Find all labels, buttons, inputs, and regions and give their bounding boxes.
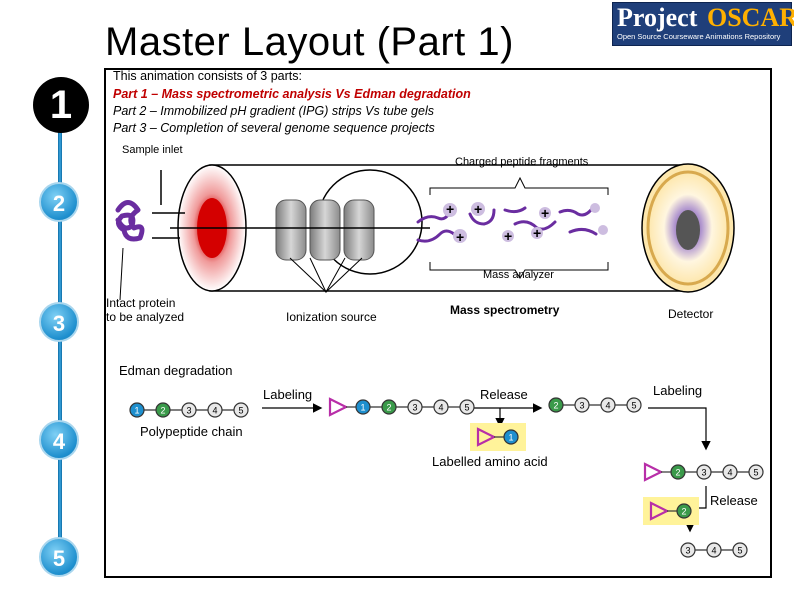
- released-chain-residue-3: [574, 397, 590, 413]
- polypeptide-chain-residue-4: [207, 402, 223, 418]
- labeled-chain-residue-4: [433, 399, 449, 415]
- labeled-chain-residue-label-2: 2: [386, 403, 391, 413]
- polypeptide-chain-residue-5: [233, 402, 249, 418]
- remaining-chain-residue-label-4: 4: [711, 546, 716, 556]
- label-labeling-2: Labeling: [653, 383, 703, 398]
- labeled-chain-residue-label-1: 1: [360, 403, 365, 413]
- label-mass-analyzer: Mass analyzer: [483, 269, 554, 281]
- remaining-chain-residue-4: [706, 542, 722, 558]
- remaining-chain-residue-3: [680, 542, 696, 558]
- polypeptide-chain-residue-2: [155, 402, 171, 418]
- labelled-amino-acid-residue-label-1: 1: [508, 433, 513, 443]
- intro-line-2: Part 1 – Mass spectrometric analysis Vs …: [113, 87, 471, 101]
- label-ionization-source: Ionization source: [286, 310, 377, 324]
- charge-symbols: + + + + + +: [446, 201, 549, 245]
- label-release-2: Release: [710, 493, 758, 508]
- svg-text:+: +: [504, 228, 512, 244]
- released-chain-residue-label-2: 2: [553, 401, 558, 411]
- released-chain-residue-label-5: 5: [631, 401, 636, 411]
- relabeled-chain-residue-label-2: 2: [675, 468, 680, 478]
- released-residue-residue-label-2: 2: [681, 507, 686, 517]
- relabeled-chain-residue-label-3: 3: [701, 468, 706, 478]
- edman-chains: 1 2 3 4 5 1 2 3 4 5 2 3 4 5 1 2 3 4 5 2 3 4 5: [129, 397, 764, 558]
- intact-protein-icon: [115, 200, 145, 242]
- label-edman-degradation: Edman degradation: [119, 363, 233, 378]
- label-labeling-1: Labeling: [263, 387, 313, 402]
- labeled-chain-residue-1: [355, 399, 371, 415]
- relabeled-chain-residue-5: [748, 464, 764, 480]
- step-1-marker[interactable]: 1: [33, 77, 89, 133]
- project-oscar-logo[interactable]: Project OSCAR Open Source Courseware Ani…: [612, 2, 794, 46]
- relabeled-chain-residue-label-4: 4: [727, 468, 732, 478]
- remaining-chain-residue-label-5: 5: [737, 546, 742, 556]
- svg-text:+: +: [541, 205, 549, 221]
- released-residue-residue-2: [676, 503, 692, 519]
- labelled-amino-acid-label-tag: [476, 427, 497, 447]
- released-chain-residue-label-4: 4: [605, 401, 610, 411]
- labeled-chain-residue-label-4: 4: [438, 403, 443, 413]
- relabeled-chain-label-tag: [643, 462, 664, 482]
- pointer-lines: [119, 247, 609, 301]
- released-chain-residue-2: [548, 397, 564, 413]
- released-chain-residue-label-3: 3: [579, 401, 584, 411]
- step-spine: [58, 130, 62, 570]
- fragments-bracket: [429, 176, 609, 195]
- svg-text:+: +: [456, 229, 464, 245]
- label-polypeptide-chain: Polypeptide chain: [140, 424, 243, 439]
- released-chain-residue-4: [600, 397, 616, 413]
- logo-word-project: Project: [617, 3, 698, 32]
- svg-text:+: +: [446, 201, 454, 217]
- peptide-fragments: [416, 202, 608, 243]
- sample-inlet-lines: [152, 170, 430, 239]
- labeled-chain-label-tag: [328, 397, 349, 417]
- label-intact-protein: Intact protein to be analyzed: [106, 296, 185, 324]
- polypeptide-chain-residue-1: [129, 402, 145, 418]
- labeled-chain-residue-2: [381, 399, 397, 415]
- polypeptide-chain-residue-label-4: 4: [212, 406, 217, 416]
- label-sample-inlet: Sample inlet: [122, 144, 183, 156]
- labeled-chain-residue-label-5: 5: [464, 403, 469, 413]
- step-4-marker[interactable]: 4: [39, 420, 79, 460]
- polypeptide-chain-residue-label-5: 5: [238, 406, 243, 416]
- page-title: Master Layout (Part 1): [105, 20, 514, 64]
- polypeptide-chain-residue-label-2: 2: [160, 406, 165, 416]
- step-3-marker[interactable]: 3: [39, 302, 79, 342]
- logo-word-oscar: OSCAR: [707, 3, 794, 32]
- relabeled-chain-residue-4: [722, 464, 738, 480]
- logo-tagline: Open Source Courseware Animations Reposi…: [617, 32, 781, 41]
- labeled-chain-residue-3: [407, 399, 423, 415]
- label-charged-fragments: Charged peptide fragments: [455, 156, 589, 168]
- svg-text:+: +: [474, 201, 482, 217]
- labeled-chain-residue-5: [459, 399, 475, 415]
- label-mass-spectrometry: Mass spectrometry: [450, 303, 560, 317]
- remaining-chain-residue-5: [732, 542, 748, 558]
- step-5-marker[interactable]: 5: [39, 537, 79, 577]
- polypeptide-chain-residue-label-3: 3: [186, 406, 191, 416]
- svg-text:+: +: [533, 225, 541, 241]
- labelled-amino-acid-residue-1: [503, 429, 519, 445]
- label-labelled-amino-acid: Labelled amino acid: [432, 454, 548, 469]
- relabeled-chain-residue-3: [696, 464, 712, 480]
- relabeled-chain-residue-label-5: 5: [753, 468, 758, 478]
- content-frame: [104, 68, 772, 578]
- polypeptide-chain-residue-label-1: 1: [134, 406, 139, 416]
- step-2-marker[interactable]: 2: [39, 182, 79, 222]
- intro-line-4: Part 3 – Completion of several genome se…: [113, 121, 435, 135]
- labeled-chain-residue-label-3: 3: [412, 403, 417, 413]
- ionization-disks: [275, 199, 375, 261]
- label-detector: Detector: [668, 307, 714, 321]
- released-residue-label-tag: [649, 501, 670, 521]
- intro-line-3: Part 2 – Immobilized pH gradient (IPG) s…: [113, 104, 434, 118]
- released-chain-residue-5: [626, 397, 642, 413]
- label-release-1: Release: [480, 387, 528, 402]
- relabeled-chain-residue-2: [670, 464, 686, 480]
- remaining-chain-residue-label-3: 3: [685, 546, 690, 556]
- intro-line-1: This animation consists of 3 parts:: [113, 69, 302, 83]
- polypeptide-chain-residue-3: [181, 402, 197, 418]
